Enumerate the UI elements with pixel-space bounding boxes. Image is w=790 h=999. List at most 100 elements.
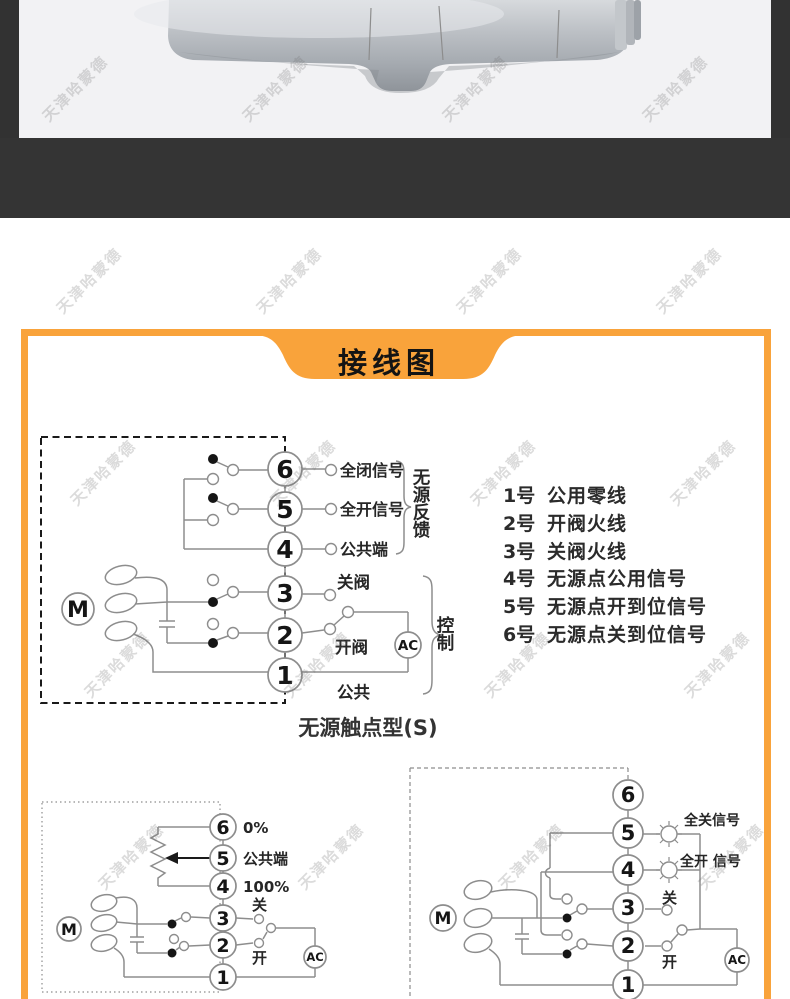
top-right-dark-bar [771,0,790,138]
label-full-close-signal: 全关信号 [683,812,740,829]
motor-label: M [67,598,89,623]
watermark-text: 天津哈蒙德 [252,244,326,318]
terminal-2: 2 [216,935,229,957]
label-control: 控制 [434,615,454,652]
wires [113,826,316,978]
terminal-3: 3 [621,896,636,920]
watermark-text: 天津哈蒙德 [52,244,126,318]
legend-desc: 无源点开到位信号 [547,596,708,619]
terminal-column: 6 5 4 3 2 1 [209,813,237,991]
label-common: 公共 [337,683,371,702]
label-common-terminal: 公共端 [243,850,288,868]
label-full-open-signal: 全开 信号 [679,853,741,870]
ac-source: AC [394,631,422,659]
terminal-column: 6 5 4 3 2 1 [612,779,644,999]
motor-symbol: M [56,893,118,953]
actuator-product-photo [134,0,641,93]
legend-row: 4号无源点公用信号 [503,564,707,592]
terminal-6: 6 [276,455,293,484]
label-passive-feedback: 无源反馈 [410,468,430,539]
terminal-2: 2 [621,934,636,958]
legend-desc: 公用零线 [547,485,628,508]
switch-contacts [167,911,277,958]
banner-title: 接线图 [337,346,440,380]
actuator-boundary-dashed-box [40,436,286,704]
legend-desc: 开阀火线 [547,513,628,536]
legend-no: 3号 [503,540,536,563]
wires [132,461,409,675]
terminal-5: 5 [216,848,229,870]
dark-divider-band [0,138,790,218]
watermark-text: 天津哈蒙德 [652,244,726,318]
switch-contacts [561,893,688,959]
legend-row: 3号关阀火线 [503,536,707,564]
motor-label: M [61,920,77,939]
terminal-5: 5 [621,821,636,845]
label-close: 关 [252,896,267,914]
label-full-close-signal: 全闭信号 [339,461,404,480]
terminal-1: 1 [621,973,636,997]
label-open: 开 [252,949,267,967]
arrow-head [165,852,178,864]
legend-desc: 无源点关到位信号 [547,623,708,646]
product-photo-section [0,0,790,138]
legend-no: 5号 [503,596,536,619]
legend-desc: 关阀火线 [547,540,628,563]
label-close: 关 [662,889,677,907]
ac-label: AC [398,638,418,654]
terminal-4: 4 [216,876,229,898]
potentiometer-resistor [149,827,167,886]
terminal-6: 6 [216,817,229,839]
terminal-4: 4 [621,858,636,882]
ac-source: AC [724,947,750,973]
wiring-diagram-passive: M AC 6 5 4 3 2 1 全闭信号 全开信号 公共端 关阀 开阀 公共 … [40,436,454,704]
motor-label: M [435,909,452,929]
terminal-5: 5 [276,495,293,524]
control-brace [422,575,443,695]
label-common-terminal: 公共端 [340,540,388,559]
legend-row: 2号开阀火线 [503,509,707,537]
label-open: 开 [662,953,677,971]
actuator-boundary-dotted-box [41,801,221,993]
legend-no: 6号 [503,623,536,646]
terminal-3: 3 [276,579,293,608]
terminal-legend: 1号公用零线 2号开阀火线 3号关阀火线 4号无源点公用信号 5号无源点开到位信… [503,481,707,647]
terminal-3: 3 [216,908,229,930]
terminal-1: 1 [276,661,293,690]
actuator-boundary-dashed-box [409,767,629,999]
signal-terminals [323,463,355,636]
wiring-diagram-card [21,329,771,999]
motor-symbol: M [429,879,493,954]
label-close-valve: 关阀 [337,572,370,592]
ac-label: AC [306,950,323,964]
motor-symbol: M [61,564,138,642]
ac-label: AC [728,953,746,967]
legend-desc: 无源点公用信号 [547,568,688,591]
feedback-brace [395,460,412,555]
ac-source: AC [303,945,327,969]
label-0pct: 0% [243,819,268,837]
close-signal-lamp-icon [656,821,682,847]
legend-row: 1号公用零线 [503,481,707,509]
wiring-diagram-potentiometer: M AC 6 5 4 3 2 1 0% 公共端 100% 关 开 [41,801,327,993]
top-left-dark-bar [0,0,19,138]
legend-row: 5号无源点开到位信号 [503,592,707,620]
diagram-caption: 无源触点型(S) [298,716,438,740]
terminal-column: 6 5 4 3 2 1 [267,451,303,693]
terminal-6: 6 [621,783,636,807]
legend-no: 2号 [503,513,536,536]
open-signal-lamp-icon [656,857,682,883]
actuator-body [134,0,641,93]
terminal-2: 2 [276,621,293,650]
limit-switch-contacts [206,454,240,648]
legend-no: 1号 [503,485,536,508]
legend-row: 6号无源点关到位信号 [503,619,707,647]
banner-tab [256,335,522,379]
label-full-open-signal: 全开信号 [339,500,404,519]
watermark-text: 天津哈蒙德 [452,244,526,318]
terminal-1: 1 [216,967,229,989]
label-100pct: 100% [243,878,289,896]
terminal-4: 4 [276,535,293,564]
wiring-diagram-active: M AC 6 5 4 3 2 1 全关信号 全开 信号 关 开 [409,767,750,999]
